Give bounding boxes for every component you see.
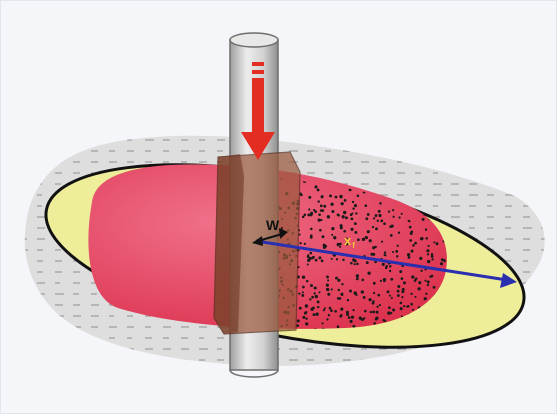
fracture-half-length-subscript: f xyxy=(352,241,355,250)
fracture-width-subscript: f xyxy=(280,226,283,235)
